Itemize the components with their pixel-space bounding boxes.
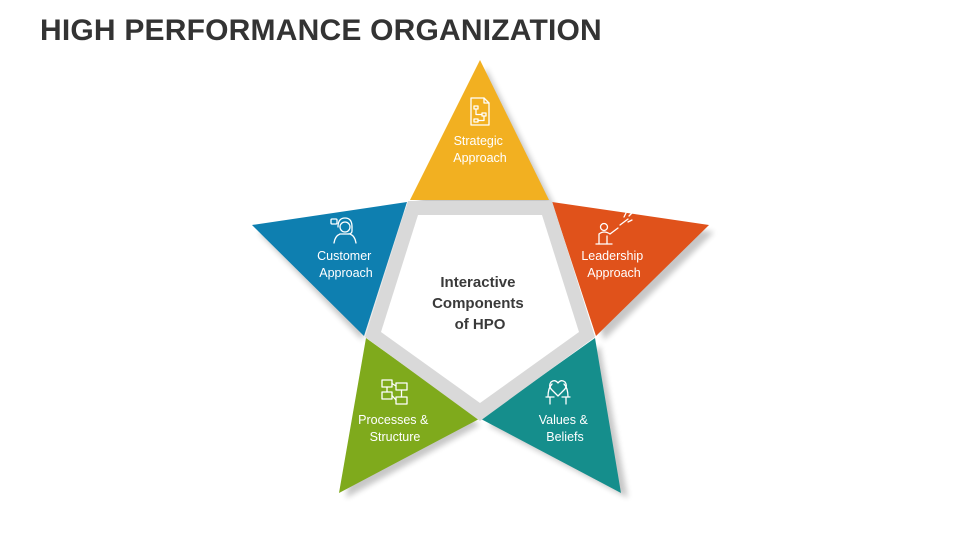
label-line: Structure bbox=[370, 430, 421, 444]
label-line: Approach bbox=[587, 266, 641, 280]
center-label-line: of HPO bbox=[455, 316, 506, 333]
star-point-customer bbox=[252, 202, 407, 336]
star-point-processes bbox=[339, 338, 479, 493]
label-line: Approach bbox=[453, 151, 507, 165]
label-line: Beliefs bbox=[546, 430, 584, 444]
label-line: Processes & bbox=[358, 413, 429, 427]
label-line: Leadership bbox=[581, 249, 643, 263]
leader-pointing-icon bbox=[595, 212, 633, 245]
values-beliefs-label: Values & Beliefs bbox=[539, 413, 592, 444]
slide-title: HIGH PERFORMANCE ORGANIZATION bbox=[40, 14, 602, 47]
label-line: Approach bbox=[319, 266, 373, 280]
leadership-approach-label: Leadership Approach bbox=[581, 249, 646, 280]
flowchart-document-icon bbox=[470, 97, 490, 126]
processes-structure-label: Processes & Structure bbox=[358, 413, 432, 444]
customer-approach-label: Customer Approach bbox=[317, 249, 375, 280]
label-line: Strategic bbox=[454, 134, 503, 148]
hands-heart-icon bbox=[545, 380, 571, 405]
center-label-line: Components bbox=[432, 295, 524, 312]
center-label-line: Interactive bbox=[440, 274, 515, 291]
star-point-leadership bbox=[552, 202, 709, 336]
label-line: Customer bbox=[317, 249, 371, 263]
star-point-strategic bbox=[410, 60, 549, 200]
center-pentagon bbox=[381, 215, 579, 403]
star-point-values bbox=[481, 338, 621, 493]
customer-support-icon bbox=[330, 217, 357, 244]
label-line: Values & bbox=[539, 413, 589, 427]
process-boxes-icon bbox=[381, 379, 408, 405]
center-label: Interactive Components of HPO bbox=[432, 274, 528, 333]
strategic-approach-label: Strategic Approach bbox=[453, 134, 507, 165]
